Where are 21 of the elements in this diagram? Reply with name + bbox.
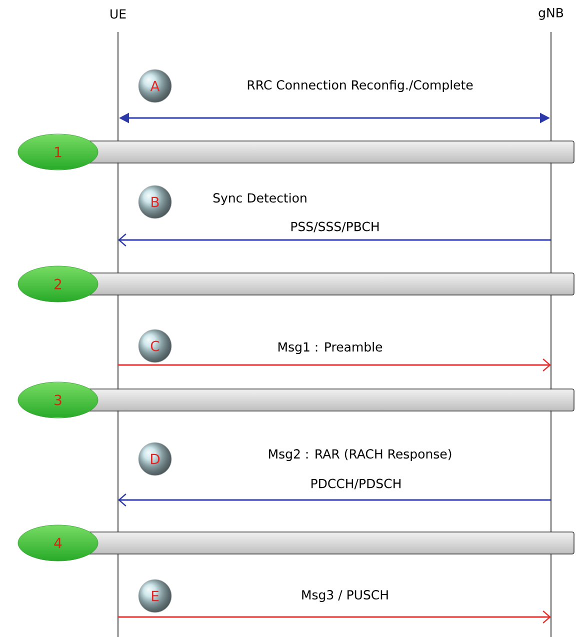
edge-label: Msg3 / PUSCH: [300, 589, 390, 603]
edge-label: PSS/SSS/PBCH: [289, 220, 381, 234]
message-label: Msg2 : RAR (RACH Response): [269, 448, 452, 462]
step-band: 4: [18, 524, 574, 562]
node-label: 4: [54, 538, 62, 548]
edge-label: Msg1 : Preamble: [276, 340, 384, 356]
lifeline-label: UE: [110, 9, 126, 19]
step-band: 3: [18, 382, 574, 418]
message-label: Sync Detection: [213, 192, 306, 206]
arrow: [118, 494, 551, 506]
node-label: 2: [54, 278, 62, 290]
step-band: 2: [18, 266, 574, 302]
arrow: [118, 234, 551, 246]
edge-label: RRC Connection Reconfig./Complete: [246, 78, 474, 94]
edge-label: PDCCH/PDSCH: [309, 478, 403, 490]
step-band: 1: [18, 134, 574, 170]
arrow: [118, 610, 551, 624]
node-label: 3: [54, 394, 62, 406]
lifeline-label: gNB: [538, 8, 564, 20]
node-label: 1: [55, 146, 62, 158]
arrow: [118, 358, 551, 372]
